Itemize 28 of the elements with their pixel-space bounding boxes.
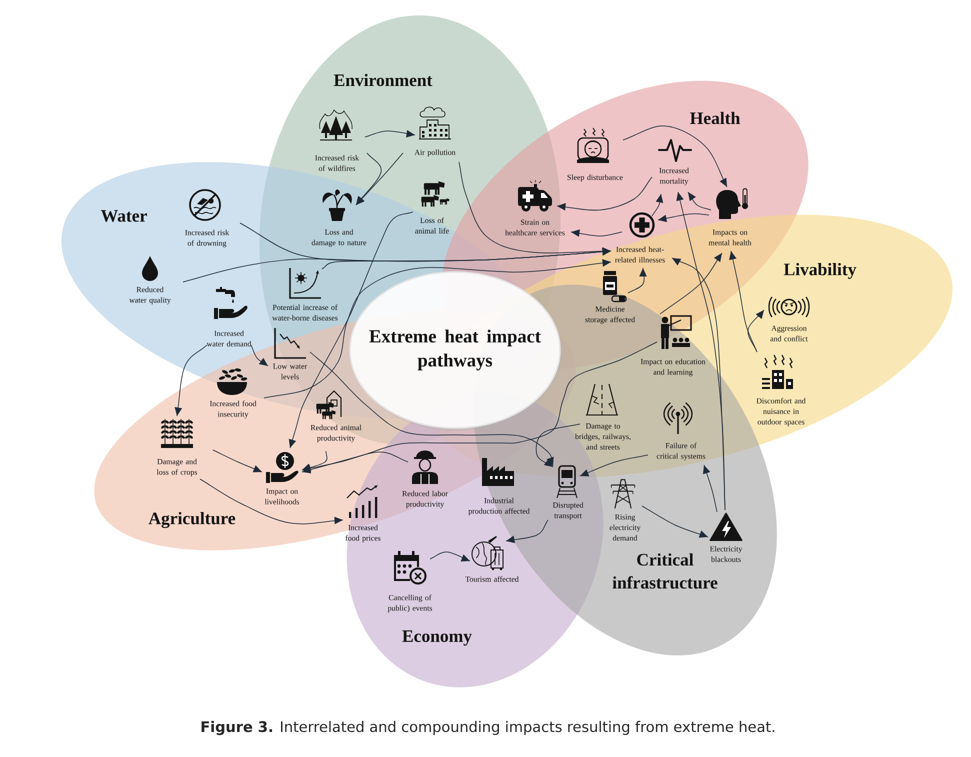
arrow xyxy=(264,259,612,398)
arrow xyxy=(200,478,344,524)
arrow xyxy=(212,450,262,472)
arrow xyxy=(622,126,728,188)
arrow xyxy=(536,424,580,468)
arrow xyxy=(652,194,664,216)
arrow xyxy=(628,268,647,294)
arrow xyxy=(658,213,710,222)
arrow xyxy=(310,352,554,466)
arrow xyxy=(288,212,414,448)
arrow xyxy=(364,130,416,138)
arrow xyxy=(506,520,548,544)
arrow xyxy=(580,454,648,476)
arrow xyxy=(430,552,470,562)
arrow xyxy=(556,176,652,211)
arrow xyxy=(660,252,722,314)
arrow xyxy=(174,344,208,416)
arrow xyxy=(322,248,612,270)
arrow xyxy=(642,506,708,538)
arrow xyxy=(729,250,758,352)
arrow xyxy=(702,464,718,512)
arrow xyxy=(302,342,658,474)
arrow xyxy=(250,344,268,366)
arrow xyxy=(356,152,404,206)
arrow xyxy=(672,258,726,510)
figure-caption: Figure 3. Interrelated and compounding impacts resulting from extreme heat. xyxy=(202,720,774,736)
arrow xyxy=(570,229,622,237)
arrow xyxy=(688,192,712,210)
